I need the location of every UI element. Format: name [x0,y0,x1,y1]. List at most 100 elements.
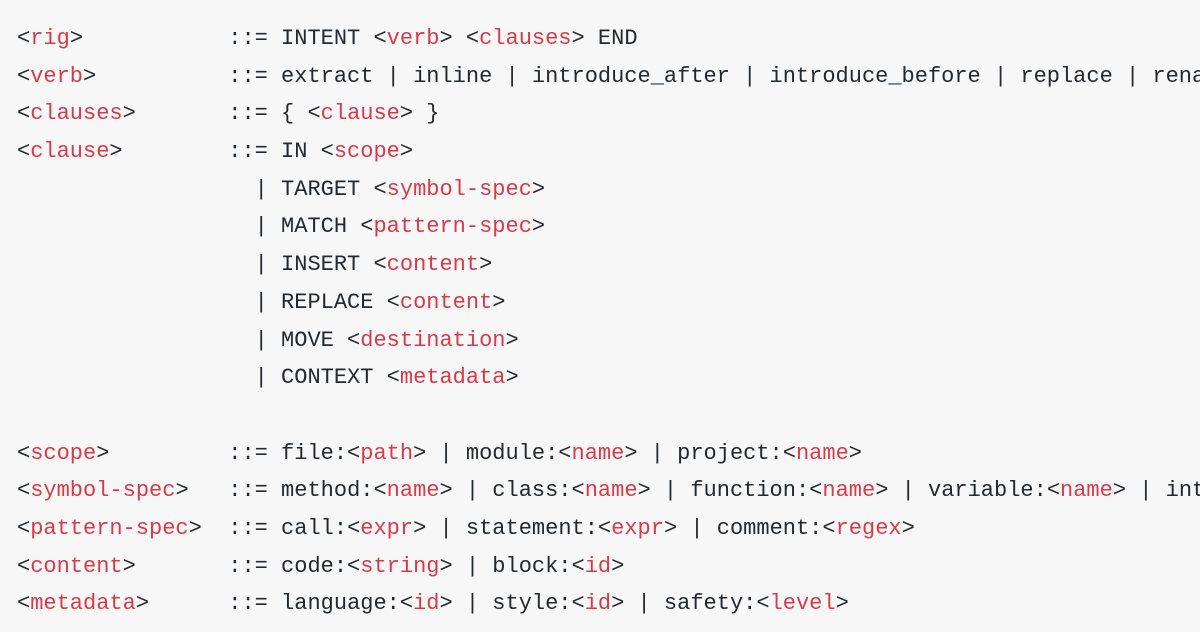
nonterminal-name: pattern-spec [373,214,532,240]
grammar-text: < [17,139,31,165]
grammar-text: > ::= method:< [175,478,387,504]
grammar-text: > ::= code:< [122,553,361,579]
nonterminal-name: verb [30,63,84,89]
nonterminal-name: name [386,478,440,504]
code-line: | MATCH <pattern-spec> [17,208,1200,246]
nonterminal-name: content [399,289,493,315]
nonterminal-name: metadata [30,591,136,617]
grammar-text: | INSERT < [17,252,387,278]
nonterminal-name: clauses [479,26,572,51]
grammar-text: | TARGET < [17,176,387,202]
grammar-text: > | comment:< [663,515,836,541]
nonterminal-name: scope [333,139,400,165]
code-line [17,397,1200,435]
nonterminal-name: verb [386,26,440,51]
nonterminal-name: id [584,591,612,617]
nonterminal-name: content [386,252,480,278]
grammar-text: > | project:< [624,440,796,466]
nonterminal-name: symbol-spec [386,176,532,202]
code-line: <pattern-spec> ::= call:<expr> | stateme… [17,510,1200,548]
nonterminal-name: content [30,553,123,579]
grammar-text: > | module:< [413,440,572,466]
grammar-text: > | style:< [439,591,585,617]
grammar-text: > | inte [1112,478,1200,504]
grammar-text: > END [571,26,638,51]
grammar-text: > | block:< [439,553,585,579]
grammar-text: > | statement:< [413,515,612,541]
grammar-text: > ::= file:< [96,440,361,466]
nonterminal-name: name [822,478,876,504]
grammar-text: > [531,214,546,240]
nonterminal-name: clauses [30,101,123,127]
grammar-text: > [848,440,862,466]
code-line: <rig> ::= INTENT <verb> <clauses> END [17,20,1200,58]
nonterminal-name: regex [835,515,902,541]
grammar-text: | MATCH < [17,214,374,240]
nonterminal-name: name [795,440,849,466]
grammar-text: > | safety:< [611,591,770,617]
grammar-text: > [505,327,519,353]
code-line: <clauses> ::= { <clause> } [17,95,1200,133]
code-line: | REPLACE <content> [17,284,1200,322]
nonterminal-name: destination [360,327,506,353]
grammar-text: < [17,553,31,579]
grammar-text: < [17,591,31,617]
nonterminal-name: name [584,478,638,504]
code-line: <metadata> ::= language:<id> | style:<id… [17,585,1200,623]
grammar-text: > ::= { < [122,101,321,127]
grammar-text: < [17,63,31,89]
grammar-text: | REPLACE < [17,289,400,315]
code-line: | MOVE <destination> [17,322,1200,360]
grammar-text: < [17,440,31,466]
nonterminal-name: name [1060,478,1113,504]
grammar-text: > | function:< [637,478,823,504]
nonterminal-name: scope [30,440,97,466]
code-line: <verb> ::= extract | inline | introduce_… [17,58,1200,96]
grammar-text: < [17,26,31,51]
grammar-text: > [492,289,506,315]
grammar-text: > ::= IN < [109,139,334,165]
nonterminal-name: rig [30,26,70,51]
nonterminal-name: expr [360,515,414,541]
nonterminal-name: metadata [399,365,506,391]
grammar-text: > ::= extract | inline | introduce_after… [83,63,1200,89]
grammar-text: > [479,252,493,278]
grammar-text: > [531,176,546,202]
grammar-text: > [505,365,519,391]
code-line: <symbol-spec> ::= method:<name> | class:… [17,472,1200,510]
grammar-text: | CONTEXT < [17,365,400,391]
code-line: | INSERT <content> [17,246,1200,284]
nonterminal-name: pattern-spec [30,515,189,541]
grammar-text: > ::= call:< [188,515,361,541]
grammar-text: < [17,515,31,541]
grammar-text: > | class:< [439,478,585,504]
nonterminal-name: level [769,591,836,617]
grammar-text: > ::= INTENT < [69,26,387,51]
grammar-text: > [901,515,915,541]
nonterminal-name: string [360,553,440,579]
code-line: | CONTEXT <metadata> [17,359,1200,397]
nonterminal-name: name [571,440,625,466]
code-line: <content> ::= code:<string> | block:<id> [17,548,1200,586]
nonterminal-name: id [584,553,612,579]
grammar-text: > | variable:< [875,478,1061,504]
grammar-text: > < [439,26,480,51]
grammar-text: < [17,478,31,504]
code-line: | TARGET <symbol-spec> [17,171,1200,209]
nonterminal-name: symbol-spec [30,478,176,504]
grammar-text: > [399,139,414,165]
grammar-text: | MOVE < [17,327,361,353]
code-line: <clause> ::= IN <scope> [17,133,1200,171]
code-line: <scope> ::= file:<path> | module:<name> … [17,435,1200,473]
nonterminal-name: clause [30,139,110,165]
grammar-text: > [611,553,625,579]
nonterminal-name: path [360,440,414,466]
nonterminal-name: clause [320,101,400,127]
nonterminal-name: expr [611,515,664,541]
grammar-text: > ::= language:< [135,591,414,617]
nonterminal-name: id [413,591,440,617]
grammar-text: > [835,591,849,617]
grammar-text: > } [399,101,440,127]
grammar-text: < [17,101,31,127]
